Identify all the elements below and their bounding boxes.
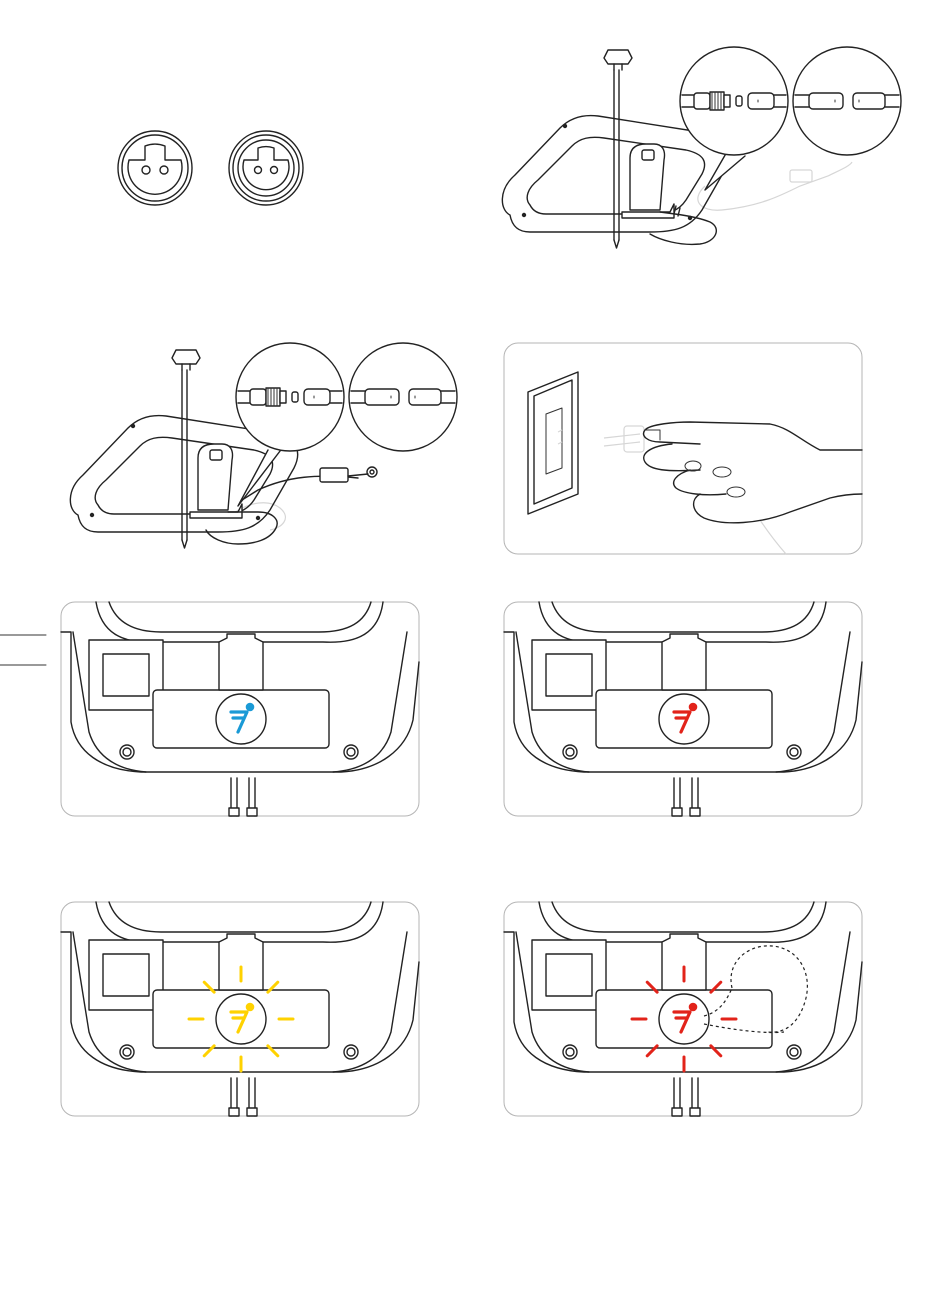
status-panel-yellow-flashing: [61, 902, 419, 1116]
margin-marks: [0, 635, 46, 665]
connector-zoom-icon: [236, 343, 344, 451]
connector-zoom-icon: [793, 47, 901, 155]
socket-panel: [118, 131, 303, 205]
connect-cable-panel-left: [70, 343, 457, 548]
socket-icon: [118, 131, 192, 205]
status-panel-red: [504, 602, 862, 816]
plug-in-panel: [504, 343, 862, 554]
connect-cable-panel-top: [502, 47, 901, 248]
status-panel-blue: [61, 602, 419, 816]
connector-zoom-icon: [680, 47, 788, 155]
connector-zoom-icon: [349, 343, 457, 451]
socket-icon: [229, 131, 303, 205]
status-panel-red-flashing: [504, 902, 862, 1116]
